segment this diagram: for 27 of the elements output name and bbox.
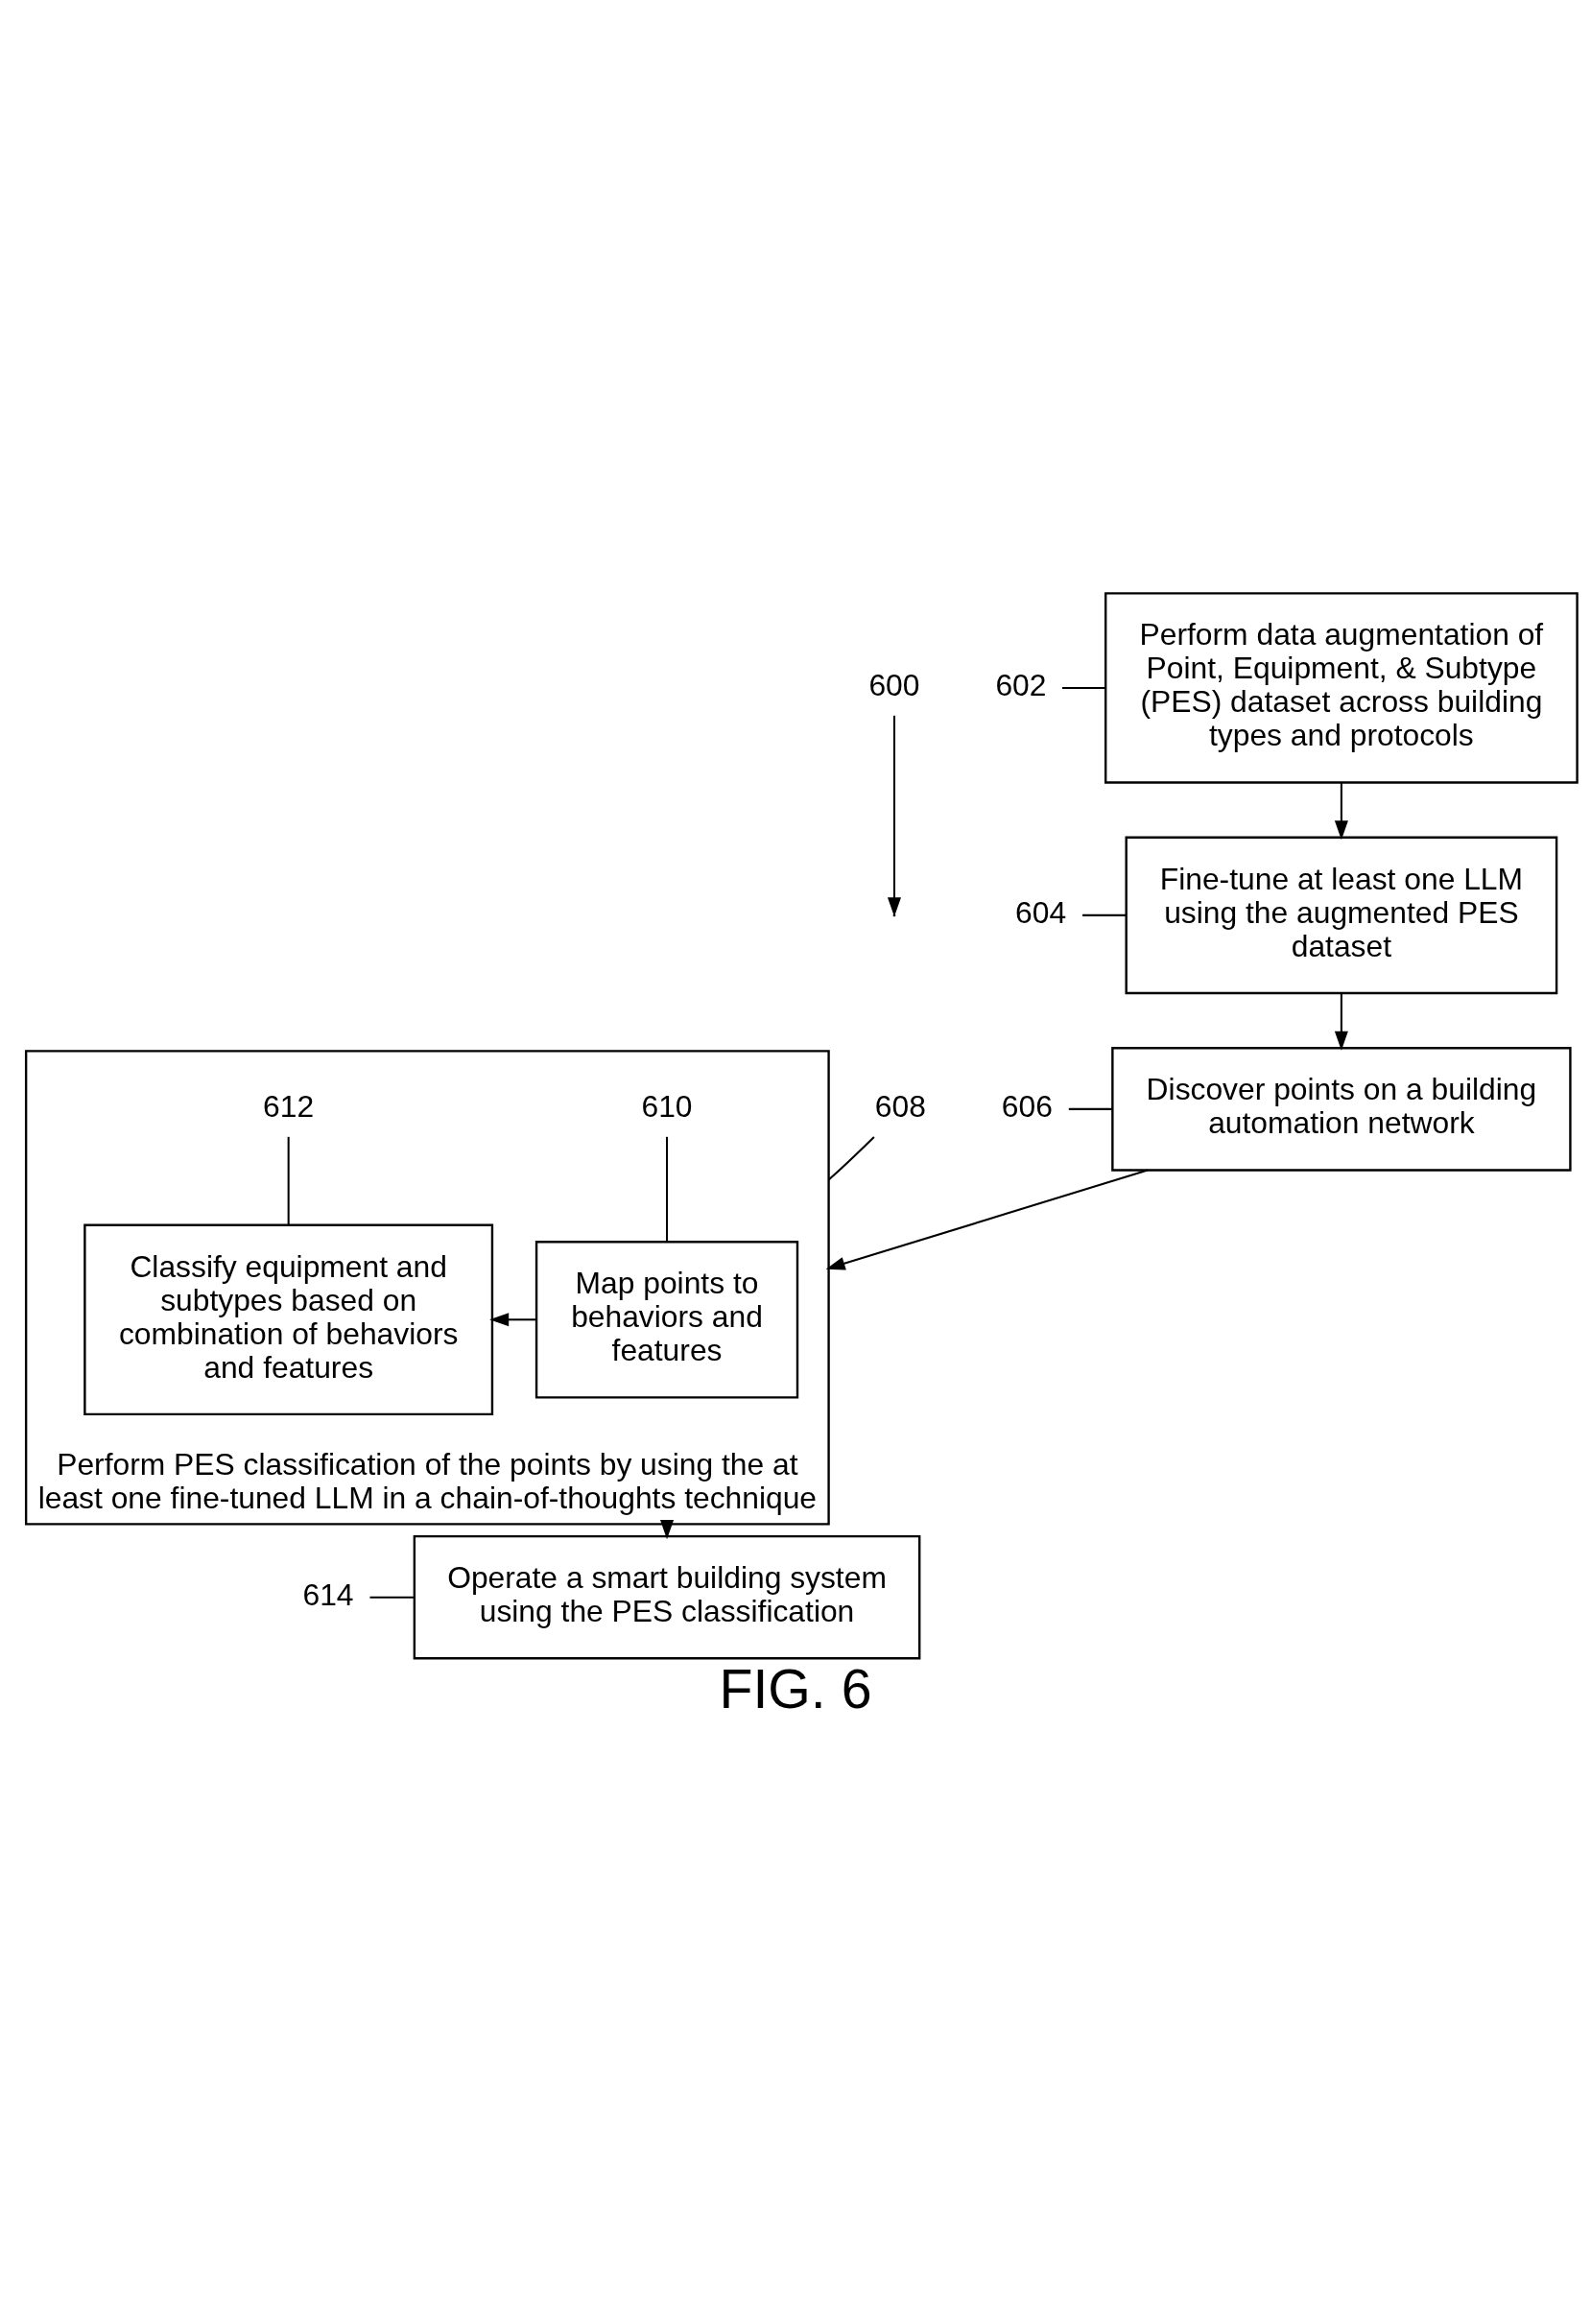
arrow [660,1519,675,1539]
connector [666,1136,669,1242]
node-box: Classify equipment and subtypes based on combination of behaviors and features [83,1223,494,1415]
node-text: 600 [868,667,920,702]
node-text: 614 [302,1577,354,1612]
node-box: Operate a smart building system using the PES classification [413,1534,921,1659]
connector [369,1596,415,1599]
node-text: 610 [641,1088,693,1124]
node-text: 602 [995,667,1047,702]
arrow [1334,992,1348,1051]
connector [1068,1107,1113,1110]
node-text: 608 [874,1088,926,1124]
node-text: 606 [1001,1088,1053,1124]
connector [287,1136,290,1225]
arrow [489,1312,536,1326]
node-box: Fine-tune at least one LLM using the augmented PES dataset [1125,836,1558,994]
node-box: Map points to behaviors and features [534,1240,799,1399]
arrow [1334,782,1348,840]
node-box: Discover points on a building automation network [1111,1046,1572,1172]
connector [827,1135,875,1180]
node-text: 612 [263,1088,315,1124]
connector [1062,686,1105,689]
connector [1082,913,1127,916]
node-text: 604 [1015,894,1067,930]
arrow [825,1169,1149,1270]
node-box: Perform data augmentation of Point, Equipment, & Subtype (PES) dataset across building types and protocols [1104,591,1579,784]
caption: FIG. 6 [719,1657,872,1719]
